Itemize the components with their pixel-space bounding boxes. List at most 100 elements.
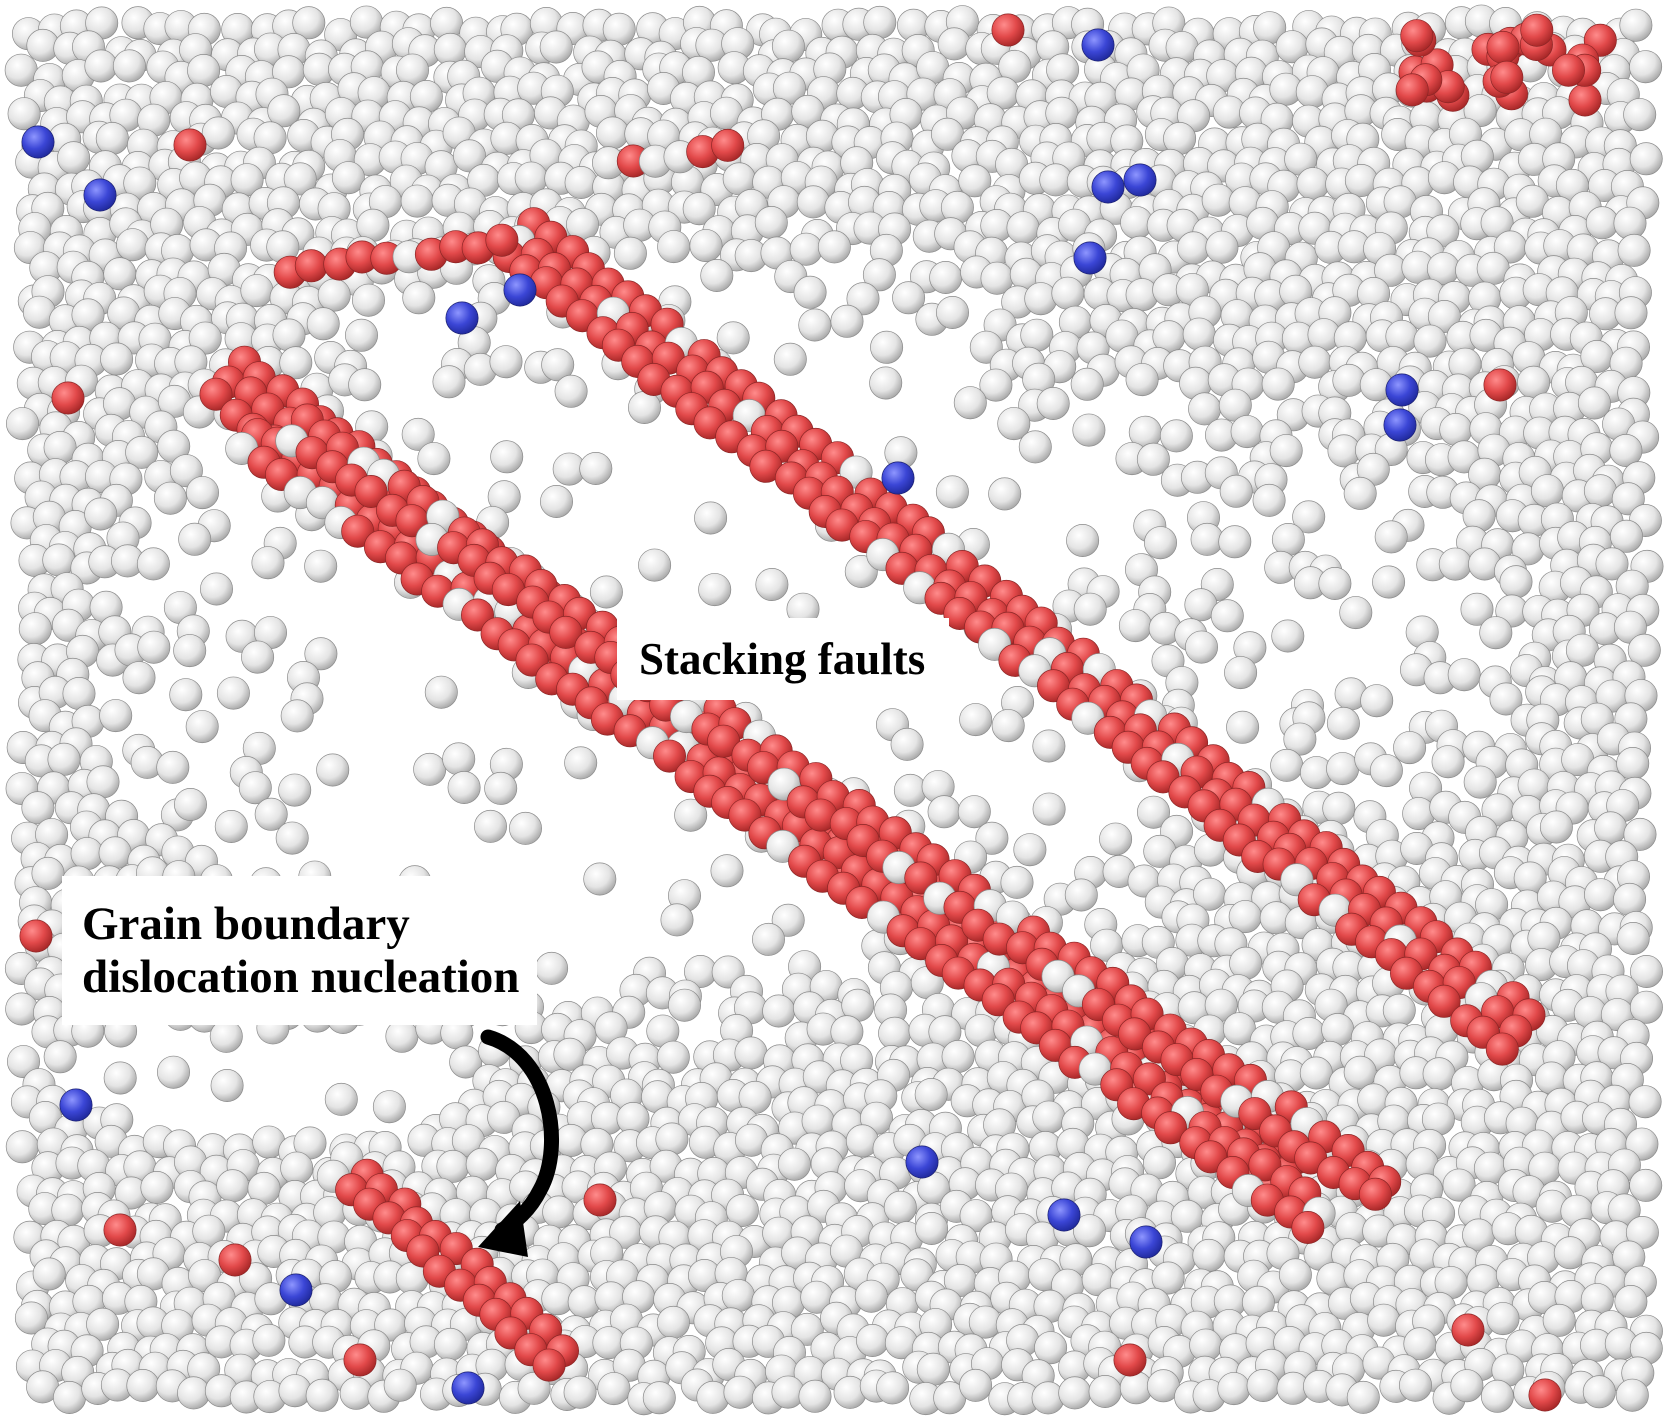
matrix-atom <box>655 1122 689 1156</box>
matrix-atom <box>1020 318 1054 352</box>
matrix-atom <box>716 321 750 355</box>
matrix-atom <box>876 1371 910 1405</box>
matrix-atom <box>583 862 617 896</box>
stacking-faults-label: Stacking faults <box>617 618 950 701</box>
stacking-fault-atom <box>485 223 519 257</box>
matrix-atom <box>1447 658 1481 692</box>
matrix-atom <box>1271 523 1305 556</box>
matrix-atom <box>1190 522 1224 556</box>
matrix-atom <box>185 710 219 744</box>
matrix-atom <box>1270 748 1304 782</box>
stacking-fault-atom <box>1358 1177 1392 1211</box>
matrix-atom <box>1118 609 1152 643</box>
matrix-atom <box>280 1151 314 1185</box>
matrix-atom <box>656 1040 690 1074</box>
matrix-atom <box>1018 430 1052 464</box>
matrix-atom <box>597 1372 631 1406</box>
curved-arrow-icon <box>478 1029 559 1257</box>
matrix-atom <box>489 345 523 379</box>
matrix-atom <box>1619 8 1653 42</box>
stacking-fault-atom <box>1568 83 1602 117</box>
matrix-atom <box>32 1257 66 1291</box>
matrix-atom <box>1299 1056 1333 1090</box>
stacking-fault-atom <box>51 381 85 415</box>
matrix-atom <box>870 330 904 364</box>
matrix-atom <box>57 141 91 175</box>
matrix-atom <box>1582 1375 1616 1409</box>
matrix-atom <box>613 236 647 270</box>
stacking-fault-atom <box>1395 73 1429 107</box>
matrix-atom <box>372 1090 406 1124</box>
matrix-atom <box>1192 1238 1226 1272</box>
matrix-atom <box>1617 233 1651 267</box>
matrix-atom <box>156 750 190 784</box>
matrix-atom <box>991 709 1025 743</box>
matrix-atom <box>1024 282 1058 316</box>
matrix-atom <box>1584 878 1617 912</box>
matrix-atom <box>1032 729 1066 763</box>
matrix-atom <box>1099 822 1133 856</box>
stacking-fault-atom <box>173 128 207 162</box>
matrix-atom <box>700 259 734 292</box>
matrix-atom <box>927 795 961 829</box>
matrix-atom <box>177 1376 211 1410</box>
matrix-atom <box>696 1380 730 1414</box>
matrix-atom <box>200 572 233 606</box>
bcc-atom <box>445 301 479 335</box>
matrix-atom <box>1613 882 1647 916</box>
matrix-atom <box>99 699 133 733</box>
matrix-atom <box>112 49 146 83</box>
matrix-atom <box>1332 363 1366 397</box>
matrix-atom <box>169 678 203 712</box>
matrix-atom <box>698 573 732 607</box>
matrix-atom <box>657 230 691 264</box>
matrix-atom <box>1628 1085 1662 1119</box>
matrix-atom <box>1616 922 1650 955</box>
matrix-atom <box>174 788 207 821</box>
matrix-atom <box>1013 833 1047 867</box>
matrix-atom <box>863 5 897 39</box>
matrix-atom <box>1372 565 1406 599</box>
matrix-atom <box>1321 1013 1355 1046</box>
bcc-atom <box>1129 1225 1163 1259</box>
matrix-atom <box>280 699 314 733</box>
matrix-atom <box>251 546 285 580</box>
matrix-atom <box>1185 630 1218 664</box>
bcc-atom <box>21 125 55 159</box>
matrix-atom <box>1623 98 1657 132</box>
matrix-atom <box>509 811 542 845</box>
matrix-atom <box>317 278 351 312</box>
stacking-fault-atom <box>1291 1211 1325 1244</box>
matrix-atom <box>1051 276 1085 310</box>
matrix-atom <box>316 753 350 787</box>
matrix-atom <box>668 988 701 1022</box>
matrix-atom <box>1369 754 1403 788</box>
stacking-fault-atom <box>1490 60 1524 94</box>
matrix-atom <box>734 1036 768 1070</box>
matrix-atom <box>1125 363 1159 397</box>
matrix-atom <box>1486 1302 1520 1336</box>
matrix-atom <box>1205 230 1239 264</box>
matrix-atom <box>914 1078 948 1111</box>
matrix-atom <box>304 549 338 583</box>
matrix-atom <box>564 746 598 780</box>
matrix-atom <box>137 630 171 664</box>
matrix-atom <box>589 575 623 609</box>
matrix-atom <box>1339 596 1373 630</box>
matrix-atom <box>1530 474 1564 508</box>
matrix-atom <box>1322 791 1356 825</box>
matrix-atom <box>1610 519 1643 553</box>
matrix-atom <box>953 386 987 420</box>
matrix-atom <box>752 922 785 956</box>
matrix-atom <box>1542 1303 1576 1337</box>
matrix-atom <box>957 795 991 829</box>
matrix-atom <box>773 342 807 376</box>
matrix-atom <box>755 568 789 601</box>
bcc-atom <box>451 1371 485 1405</box>
matrix-atom <box>1246 1369 1280 1402</box>
matrix-atom <box>959 703 993 737</box>
matrix-atom <box>7 97 41 131</box>
matrix-atom <box>442 742 476 776</box>
matrix-atom <box>1226 710 1260 744</box>
matrix-atom <box>638 548 672 582</box>
